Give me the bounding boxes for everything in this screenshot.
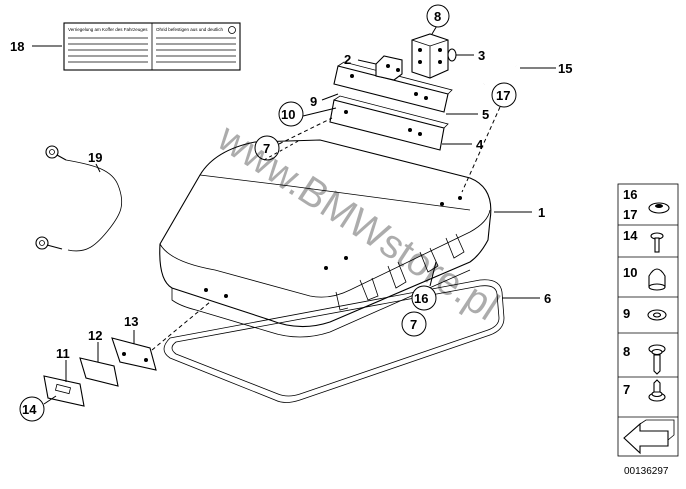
part-bracket-5: [333, 61, 453, 113]
legend-label-16: 16: [623, 187, 637, 202]
part-vent-hose: [481, 62, 517, 86]
part-ground-cable: [35, 145, 123, 252]
part-cover-plate-11: [43, 375, 85, 407]
callout-10: 10: [281, 107, 295, 122]
callout-4: 4: [476, 137, 484, 152]
callout-8: 8: [434, 9, 441, 24]
callout-7: 7: [263, 141, 270, 156]
legend-label-8: 8: [623, 344, 630, 359]
callout-9: 9: [310, 94, 317, 109]
part-cover-plate-13: [111, 337, 157, 371]
part-cover-plate-12: [79, 357, 119, 387]
part-mount-block: [411, 33, 457, 79]
diagram-id: 00136297: [624, 466, 669, 477]
legend-label-9: 9: [623, 306, 630, 321]
callout-5: 5: [482, 107, 489, 122]
washer-icon: [647, 309, 667, 321]
callout-18: 18: [10, 39, 24, 54]
part-battery-cover: [159, 139, 492, 338]
callout-19: 19: [88, 150, 102, 165]
legend-label-7: 7: [623, 382, 630, 397]
legend-label-14: 14: [623, 228, 638, 243]
callout-16: 16: [414, 291, 428, 306]
legend-label-10: 10: [623, 265, 637, 280]
legend-panel: 16 17 14 10 9 8 7: [617, 183, 679, 457]
part-bracket-4: [329, 95, 449, 151]
callout-2: 2: [344, 52, 351, 67]
callout-15: 15: [558, 61, 572, 76]
callout-11: 11: [56, 346, 70, 361]
screw-with-washer-icon: [648, 344, 666, 375]
part-sealing-frame: [163, 279, 505, 403]
decal-text-left: Verriegelung am Koffer des Fahrzeuges: [68, 27, 148, 32]
callout-3: 3: [478, 48, 485, 63]
part-decal: Verriegelung am Koffer des Fahrzeuges Oh…: [63, 22, 241, 71]
callout-17: 17: [496, 88, 510, 103]
screw-icon: [650, 232, 664, 253]
callout-13: 13: [124, 314, 138, 329]
callout-6: 6: [544, 291, 551, 306]
callout-7b: 7: [410, 317, 417, 332]
cap-nut-icon: [648, 268, 666, 291]
callout-14: 14: [22, 402, 37, 417]
legend-label-17: 17: [623, 207, 637, 222]
callout-1: 1: [538, 205, 545, 220]
screw-with-washer-icon-2: [648, 379, 666, 402]
callout-12: 12: [88, 328, 102, 343]
decal-text-right: Ohrid befestigen aus und deutlich: [156, 27, 224, 32]
part-clip: [375, 55, 403, 81]
direction-arrow-icon: [623, 419, 675, 455]
